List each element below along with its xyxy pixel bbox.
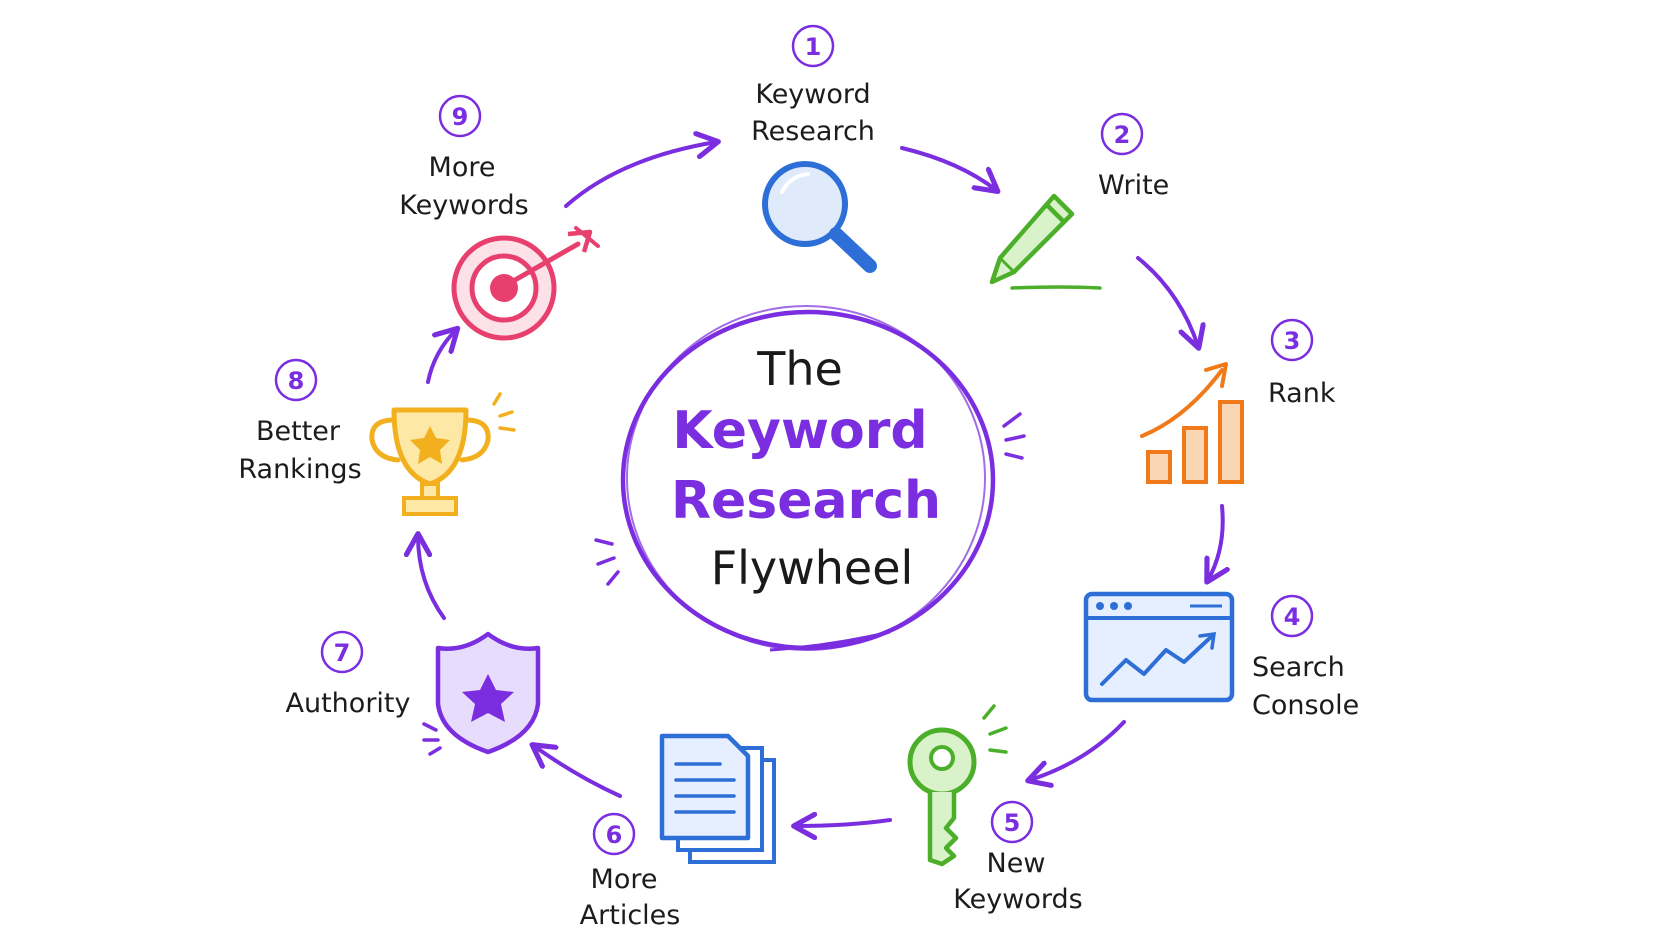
step-number-circle bbox=[592, 812, 636, 856]
arrow-1-to-2 bbox=[900, 146, 996, 190]
title-line-the: The bbox=[756, 342, 843, 396]
target-icon bbox=[451, 226, 600, 341]
step-number: 6 bbox=[606, 821, 623, 849]
step-label-line2: Research bbox=[751, 116, 875, 147]
step-label-line1: Write bbox=[1098, 170, 1169, 201]
title-line-research: Research bbox=[671, 471, 941, 531]
spark-lines-left bbox=[594, 538, 620, 586]
step-rank: 3 Rank bbox=[1140, 318, 1336, 484]
step-label-line2: Articles bbox=[580, 900, 681, 931]
cycle-arrows bbox=[418, 142, 1223, 826]
key-icon bbox=[907, 704, 1008, 867]
step-number-circle bbox=[990, 800, 1034, 844]
step-label-line1: Search bbox=[1252, 652, 1345, 683]
spark-lines-right bbox=[1002, 412, 1026, 460]
center-circle bbox=[594, 305, 1026, 652]
bar-chart-icon bbox=[1140, 362, 1244, 484]
step-number-circle bbox=[1270, 318, 1314, 362]
step-new-keywords: 5 New Keywords bbox=[907, 704, 1083, 915]
step-write: 2 Write bbox=[989, 112, 1169, 290]
step-label-line1: Keyword bbox=[755, 79, 870, 110]
arrow-6-to-7 bbox=[534, 746, 622, 798]
step-number-circle bbox=[274, 358, 318, 402]
trophy-icon bbox=[369, 392, 516, 516]
step-keyword-research: 1 Keyword Research bbox=[751, 24, 877, 273]
arrow-4-to-5 bbox=[1030, 720, 1126, 780]
title-line-flywheel: Flywheel bbox=[711, 541, 914, 595]
step-label-line1: New bbox=[987, 848, 1046, 879]
step-label-line2: Keywords bbox=[953, 884, 1082, 915]
step-number: 5 bbox=[1004, 809, 1021, 837]
arrow-2-to-3 bbox=[1136, 256, 1198, 346]
step-number: 9 bbox=[452, 103, 469, 131]
step-label-line1: More bbox=[591, 864, 658, 895]
step-authority: 7 Authority bbox=[286, 630, 541, 756]
arrow-8-to-9 bbox=[426, 330, 456, 384]
documents-icon bbox=[659, 733, 776, 864]
center-title: The Keyword Research Flywheel bbox=[671, 342, 941, 595]
step-number-circle bbox=[1100, 112, 1144, 156]
arrow-3-to-4 bbox=[1208, 504, 1223, 580]
step-search-console: 4 Search Console bbox=[1083, 591, 1359, 721]
step-number: 7 bbox=[334, 639, 351, 667]
step-number: 2 bbox=[1114, 121, 1131, 149]
step-label-line1: Better bbox=[256, 416, 341, 447]
step-number: 3 bbox=[1284, 327, 1301, 355]
step-number: 1 bbox=[805, 33, 822, 61]
step-number-circle bbox=[320, 630, 364, 674]
step-label-line1: More bbox=[429, 152, 496, 183]
step-number-circle bbox=[791, 24, 835, 68]
pencil-icon bbox=[989, 193, 1102, 290]
arrow-7-to-8 bbox=[418, 536, 446, 620]
magnifier-icon bbox=[762, 161, 877, 273]
step-number-circle bbox=[1270, 594, 1314, 638]
browser-chart-icon bbox=[1083, 591, 1235, 703]
step-number: 4 bbox=[1284, 603, 1301, 631]
step-more-articles: 6 More Articles bbox=[580, 733, 776, 931]
step-more-keywords: 9 More Keywords bbox=[399, 94, 600, 341]
step-label-line2: Keywords bbox=[399, 190, 528, 221]
step-label-line1: Authority bbox=[286, 688, 411, 719]
step-label-line1: Rank bbox=[1268, 378, 1336, 409]
step-label-line2: Console bbox=[1252, 690, 1359, 721]
arrow-5-to-6 bbox=[796, 820, 892, 826]
step-better-rankings: 8 Better Rankings bbox=[238, 358, 516, 516]
title-line-keyword: Keyword bbox=[672, 401, 927, 461]
arrow-9-to-1 bbox=[564, 142, 716, 208]
step-number: 8 bbox=[288, 367, 305, 395]
step-label-line2: Rankings bbox=[238, 454, 361, 485]
shield-star-icon bbox=[422, 631, 541, 756]
step-number-circle bbox=[438, 94, 482, 138]
